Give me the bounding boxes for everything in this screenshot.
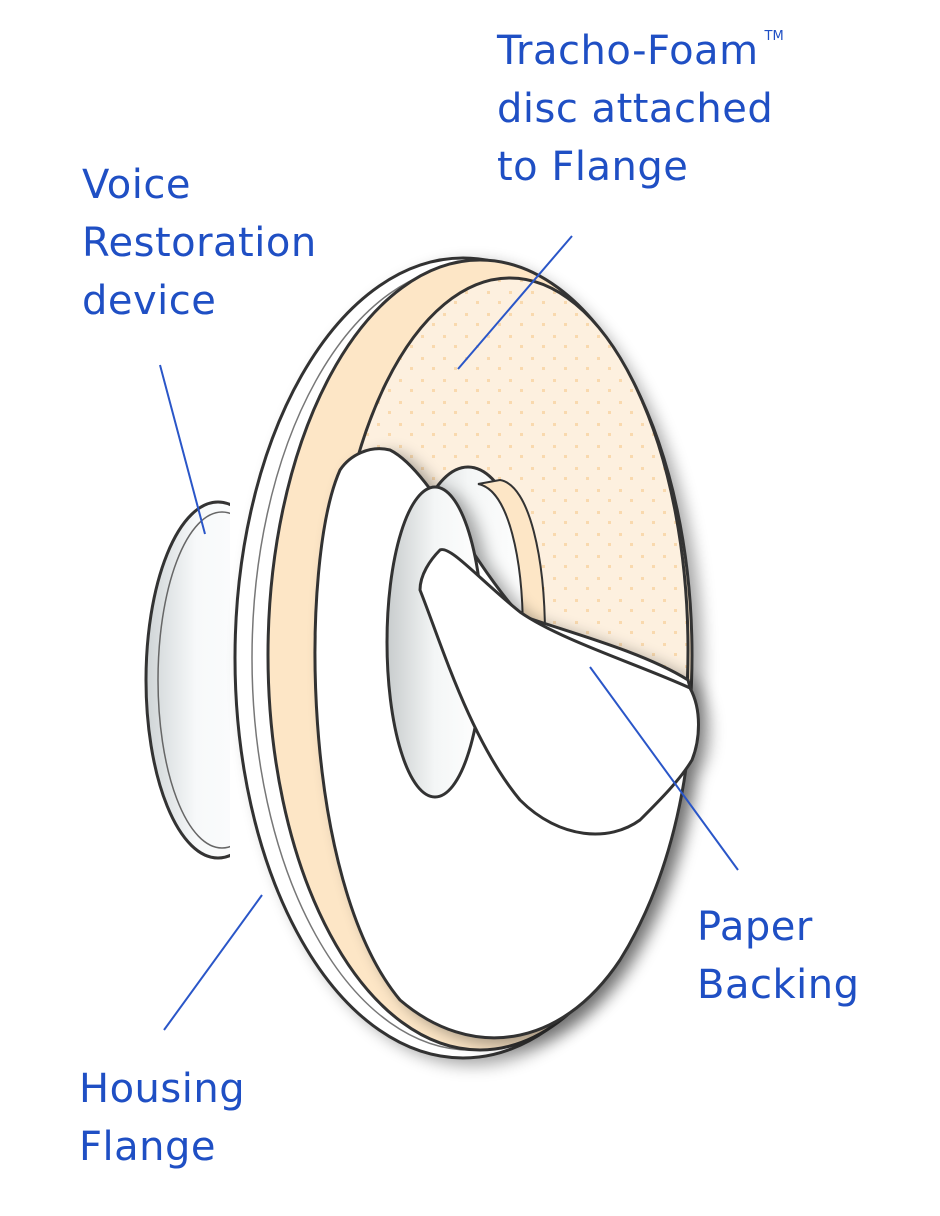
leader-tracho-foam	[457, 235, 573, 370]
paper-backing	[313, 447, 700, 1040]
leader-paper-backing	[589, 666, 739, 871]
tracho-foam-label-line-3: to Flange	[497, 144, 689, 190]
paper-backing-label-line-2: Backing	[697, 962, 860, 1008]
housing-flange-label: Housing Flange	[79, 1060, 245, 1176]
voice-restoration-label-line-2: Restoration	[82, 220, 317, 266]
trademark-mark: TM	[764, 29, 784, 44]
paper-backing-label-line-1: Paper	[697, 904, 813, 950]
voice-restoration-label: Voice Restoration device	[82, 156, 317, 330]
voice-restoration-label-line-1: Voice	[82, 162, 191, 208]
housing-flange-label-line-1: Housing	[79, 1066, 246, 1112]
leader-lines	[159, 235, 739, 1031]
voice-restoration-label-line-3: device	[82, 278, 217, 324]
tracho-foam-label-line-2: disc attached	[497, 86, 774, 132]
paper-backing-label: Paper Backing	[697, 898, 859, 1014]
leader-housing-flange	[163, 894, 263, 1031]
housing-flange-label-line-2: Flange	[79, 1124, 216, 1170]
tracho-foam-label: Tracho-Foam TM disc attached to Flange	[497, 8, 784, 196]
leader-voice-restoration	[159, 364, 206, 535]
tracho-foam-label-line-1: Tracho-Foam	[497, 28, 759, 74]
